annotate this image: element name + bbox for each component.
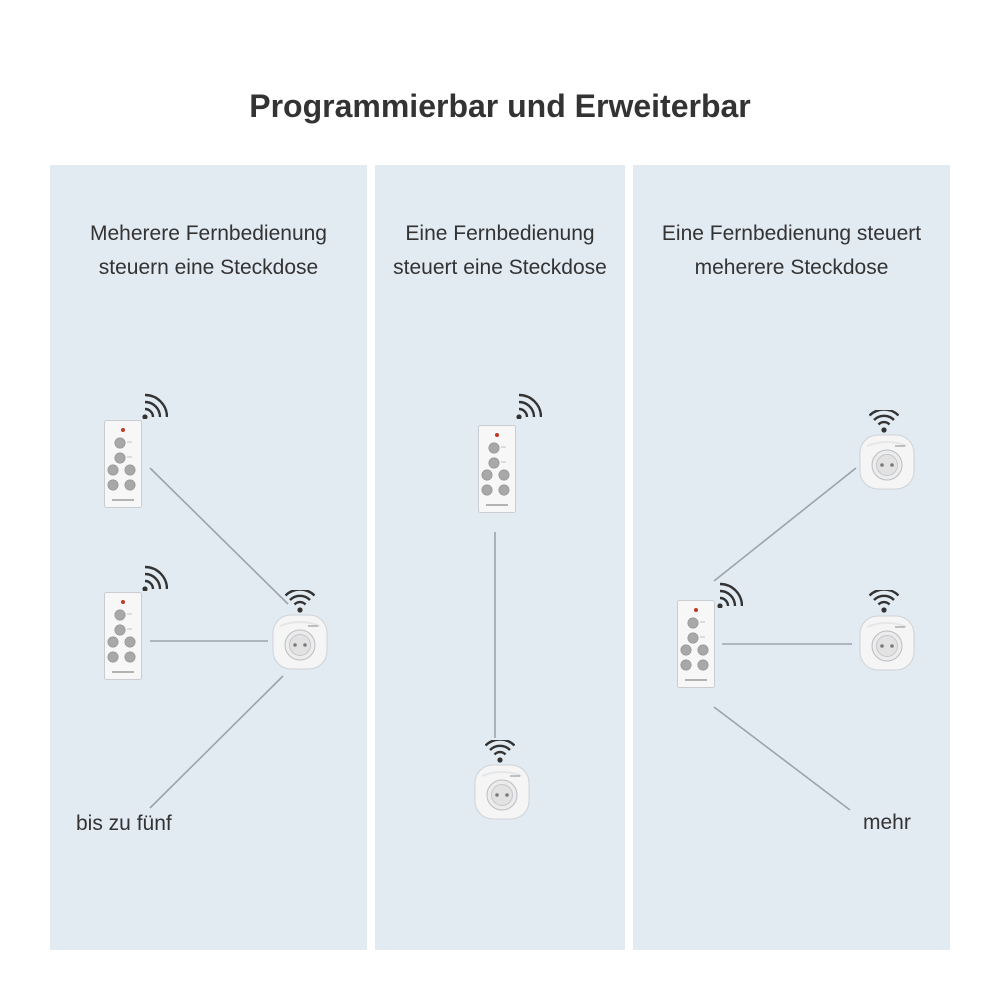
connector-line bbox=[714, 707, 850, 810]
wifi-signal-icon bbox=[516, 393, 542, 419]
smart-plug-icon bbox=[472, 762, 532, 822]
wifi-signal-icon bbox=[142, 393, 168, 419]
remote-control-icon bbox=[677, 600, 717, 690]
smart-plug-icon bbox=[857, 432, 917, 492]
connector-line bbox=[150, 676, 283, 808]
wifi-signal-icon bbox=[285, 590, 315, 614]
wifi-signal-icon bbox=[142, 565, 168, 591]
remote-control-icon bbox=[104, 420, 144, 510]
wifi-signal-icon bbox=[717, 582, 743, 608]
wifi-signal-icon bbox=[869, 590, 899, 614]
remote-control-icon bbox=[478, 425, 518, 515]
remote-control-icon bbox=[104, 592, 144, 682]
wifi-signal-icon bbox=[485, 740, 515, 764]
connector-line bbox=[150, 468, 288, 604]
smart-plug-icon bbox=[270, 612, 330, 672]
smart-plug-icon bbox=[857, 613, 917, 673]
wifi-signal-icon bbox=[869, 410, 899, 434]
connector-line bbox=[714, 468, 856, 581]
